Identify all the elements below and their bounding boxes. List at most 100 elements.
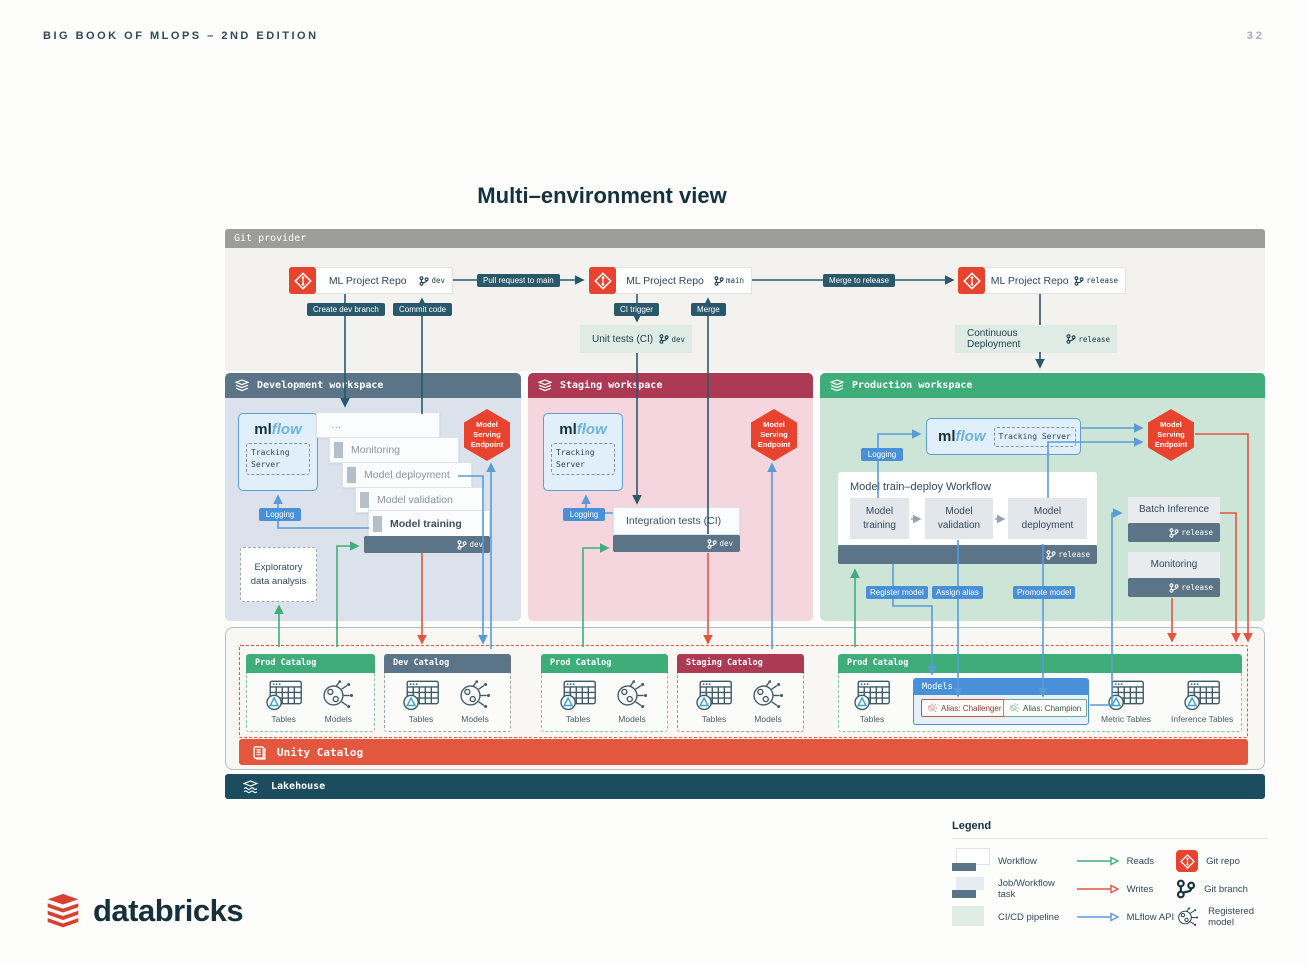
legend-job-task: Job/Workflow task	[952, 875, 1075, 903]
branch-chip: dev	[659, 334, 692, 344]
cicd-swatch	[952, 904, 990, 930]
pill-create-dev-branch: Create dev branch	[307, 303, 385, 316]
git-repo-icon	[1176, 850, 1199, 872]
staging-workspace-header: Staging workspace	[528, 373, 813, 398]
git-repo-icon	[289, 267, 316, 294]
model-icon	[750, 680, 786, 711]
model-icon	[457, 680, 493, 711]
databricks-bricks-icon	[43, 893, 83, 929]
pill-commit-code: Commit code	[393, 303, 453, 316]
git-provider-bar: Git provider	[225, 229, 1265, 248]
legend-mlflow-api: MLflow API	[1075, 903, 1177, 931]
book-header: BIG BOOK OF MLOPS – 2ND EDITION	[43, 30, 319, 42]
repo-label: ML Project Repo	[626, 274, 704, 287]
legend-reads: Reads	[1075, 847, 1177, 875]
batch-branch-bar: release	[1128, 523, 1220, 542]
repo-label: ML Project Repo	[990, 274, 1069, 287]
logging-pill-staging: Logging	[563, 508, 605, 521]
branch-chip: main	[714, 276, 751, 286]
legend-git-branch: Git branch	[1176, 875, 1268, 903]
table-icon	[1183, 680, 1221, 711]
models-asset: Models	[750, 673, 786, 724]
mlflow-tracking-dev: mlflow Tracking Server	[238, 413, 318, 491]
model-icon	[1009, 703, 1020, 713]
legend-cicd: CI/CD pipeline	[952, 903, 1075, 931]
table-icon	[265, 680, 303, 711]
reads-arrow-icon	[1076, 856, 1119, 866]
legend-registered-model: Registered model	[1176, 903, 1268, 931]
monitoring-box: Monitoring	[1128, 552, 1220, 578]
unity-catalog-bar: Unity Catalog	[239, 739, 1248, 765]
mlflow-logo: mlflow	[254, 421, 302, 438]
catalog-icon	[252, 745, 267, 760]
figure-title: Multi–environment view	[477, 183, 727, 208]
workflow-swatch	[952, 848, 990, 874]
inference-tables-asset: Inference Tables	[1171, 673, 1233, 724]
git-repo-icon	[589, 267, 616, 294]
databricks-logo: databricks	[43, 893, 244, 929]
table-icon	[1107, 680, 1145, 711]
step-model-training: Model training	[850, 498, 909, 539]
continuous-deployment-box: Continuous Deployment release	[955, 325, 1117, 353]
staging-catalog: Staging Catalog Tables Models	[677, 654, 804, 732]
mlflow-logo: mlflow	[559, 421, 607, 438]
legend-git-repo: Git repo	[1176, 847, 1268, 875]
step-model-deployment: Model deployment	[1008, 498, 1087, 539]
register-model-pill: Register model	[866, 586, 928, 599]
integration-tests-box: Integration tests (CI)	[613, 507, 740, 535]
layers-icon	[830, 379, 844, 392]
stack-card-more: …	[316, 412, 440, 438]
branch-chip: release	[1074, 276, 1125, 286]
dev-catalog: Dev Catalog Tables Models	[384, 654, 511, 732]
mlflow-logo: mlflow	[938, 428, 986, 445]
layers-icon	[235, 379, 249, 392]
alias-challenger-chip: Alias: Challenger	[921, 699, 1008, 717]
batch-inference-box: Batch Inference	[1128, 497, 1220, 523]
alias-champion-chip: Alias: Champion	[1003, 699, 1088, 717]
stack-card-model-deployment: Model deployment	[342, 462, 472, 488]
mlflow-api-arrow-icon	[1076, 912, 1119, 922]
branch-chip: dev	[419, 276, 452, 286]
lakehouse-icon	[242, 780, 259, 794]
eda-box: Exploratory data analysis	[240, 547, 317, 602]
logging-pill-prod: Logging	[861, 448, 903, 461]
stack-card-monitoring: Monitoring	[329, 437, 459, 463]
unity-catalog-boundary	[239, 645, 1248, 738]
legend-workflow: Workflow	[952, 847, 1075, 875]
layers-icon	[538, 379, 552, 392]
model-icon	[614, 680, 650, 711]
production-workspace-header: Production workspace	[820, 373, 1265, 398]
tracking-server: Tracking Server	[551, 443, 615, 475]
logging-pill-dev: Logging	[259, 508, 301, 521]
pill-ci-trigger: CI trigger	[614, 303, 659, 316]
assign-alias-pill: Assign alias	[932, 586, 983, 599]
job-task-swatch	[952, 876, 990, 902]
workflow-title: Model train–deploy Workflow	[850, 481, 992, 493]
repo-release: ML Project Repo release	[958, 267, 1126, 294]
lakehouse-bar: Lakehouse	[225, 774, 1265, 799]
mlflow-tracking-prod: mlflow Tracking Server	[926, 418, 1081, 455]
writes-arrow-icon	[1076, 884, 1119, 894]
git-repo-icon	[958, 267, 985, 294]
repo-main: ML Project Repo main	[589, 267, 752, 294]
tables-asset: Tables	[402, 673, 440, 724]
model-icon	[320, 680, 356, 711]
promote-model-pill: Promote model	[1013, 586, 1076, 599]
tables-asset: Tables	[695, 673, 733, 724]
prod-branch-bar: release	[838, 545, 1097, 564]
unit-tests-box: Unit tests (CI) dev	[580, 325, 692, 353]
model-icon	[927, 703, 938, 713]
registered-model-icon	[1176, 907, 1200, 928]
development-workspace-header: Development workspace	[225, 373, 521, 398]
models-asset: Models	[457, 673, 493, 724]
pill-merge-to-release: Merge to release	[823, 274, 896, 287]
table-icon	[402, 680, 440, 711]
legend-title: Legend	[952, 820, 992, 832]
metric-tables-asset: Metric Tables	[1101, 673, 1151, 724]
mlflow-tracking-staging: mlflow Tracking Server	[543, 413, 623, 491]
models-asset: Models	[320, 673, 356, 724]
prod-catalog-dev: Prod Catalog Tables Models	[246, 654, 375, 732]
tracking-server: Tracking Server	[246, 443, 310, 475]
table-icon	[559, 680, 597, 711]
table-icon	[695, 680, 733, 711]
